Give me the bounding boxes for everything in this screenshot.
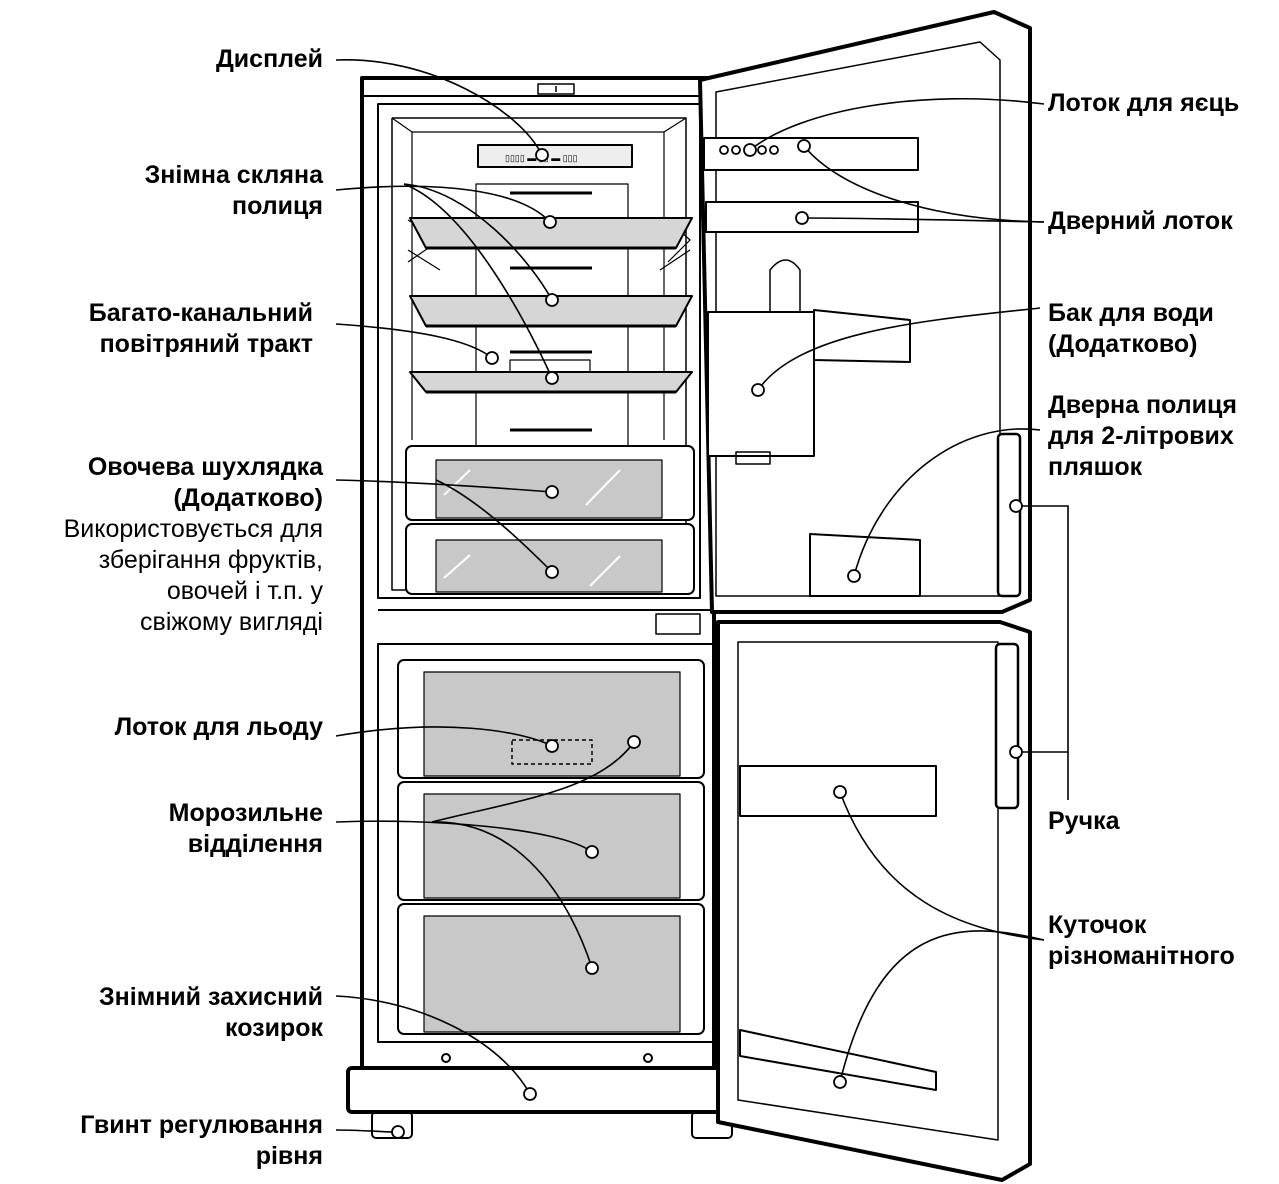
label-freezer-compartment: Морозильне відділення — [168, 799, 323, 858]
label-ice-tray: Лоток для льоду — [114, 713, 323, 741]
label-display: Дисплей — [215, 45, 323, 73]
label-water-tank: Бак для води (Додатково) — [1048, 299, 1214, 358]
label-vegetable-drawer: Овочева шухлядка (Додатково) Використову… — [63, 453, 323, 636]
vegetable-drawer-description: Використовується для зберігання фруктів,… — [63, 515, 323, 636]
fridge-door — [698, 10, 1032, 614]
leader-lines — [335, 59, 1069, 1133]
label-egg-tray: Лоток для яєць — [1048, 89, 1240, 117]
label-handle: Ручка — [1048, 807, 1120, 835]
label-multi-air-flow: Багато-канальний повітряний тракт — [88, 299, 313, 358]
label-removable-cover: Знімний захисний козирок — [99, 983, 323, 1042]
freezer-door — [655, 613, 1032, 1182]
label-glass-shelf: Знімна скляна полиця — [144, 161, 323, 220]
label-misc-corner: Куточок різноманітного — [1048, 911, 1235, 970]
label-leveling-screw: Гвинт регулювання рівня — [80, 1111, 323, 1170]
label-door-tray: Дверний лоток — [1048, 207, 1233, 235]
label-bottle-shelf: Дверна полиця для 2-літрових пляшок — [1048, 391, 1237, 481]
callout-markers — [391, 139, 1023, 1139]
cabinet: ▯▯▯▯ ▬ ▯▯ ▬ ▯▯▯ — [346, 76, 752, 1139]
